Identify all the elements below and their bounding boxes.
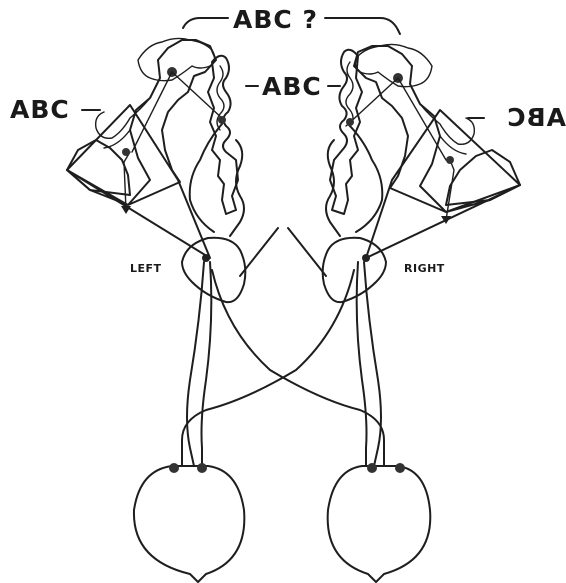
right-medial-gyri xyxy=(330,50,362,214)
right-outer-cortex xyxy=(354,46,520,212)
right-side-label: RIGHT xyxy=(404,262,445,275)
top-question-label: ABC ? xyxy=(233,5,318,34)
left-eye-nerve-dot-inner xyxy=(197,463,207,473)
left-cortex-label: ABC xyxy=(10,95,70,124)
optic-pathways xyxy=(182,228,384,466)
left-side-label: LEFT xyxy=(130,262,162,275)
left-eye-nerve-dot-outer xyxy=(169,463,179,473)
right-eye-nerve-dot-inner xyxy=(367,463,377,473)
left-eye xyxy=(134,463,244,582)
right-eye-nerve-dot-outer xyxy=(395,463,405,473)
right-eye xyxy=(328,463,431,582)
left-thalamus xyxy=(182,238,245,302)
right-cortex-mirrored-label: ABC xyxy=(506,103,566,132)
center-label: ABC xyxy=(262,72,322,101)
